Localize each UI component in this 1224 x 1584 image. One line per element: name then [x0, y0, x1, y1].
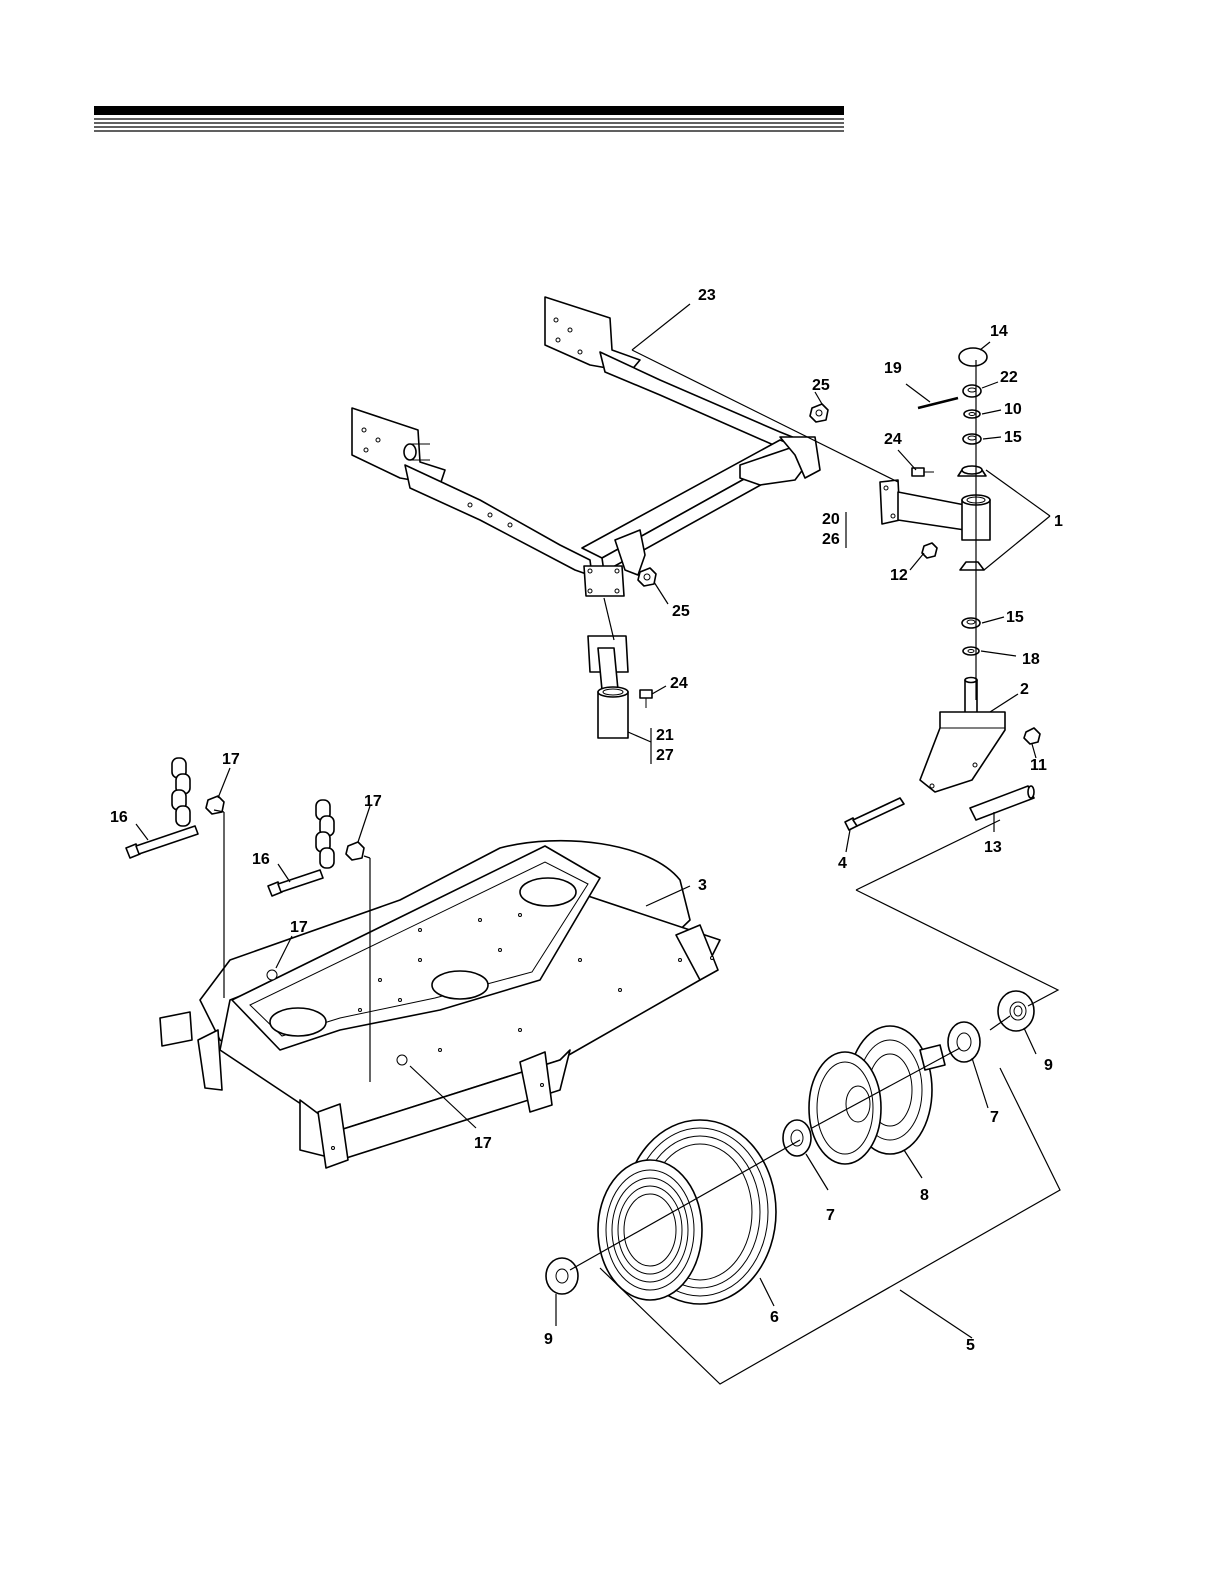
callout-15-upper: 15 [1004, 429, 1022, 446]
chain-left [172, 758, 190, 826]
bearing-15-lower [962, 618, 980, 628]
cotter-pin-19 [918, 398, 958, 408]
header-rule [94, 106, 844, 131]
main-frame-23 [352, 297, 820, 596]
bolt-16-left [126, 826, 198, 858]
nut-12 [922, 543, 937, 558]
callout-7-right: 7 [990, 1109, 999, 1126]
callout-22: 22 [1000, 369, 1018, 386]
callout-9-right: 9 [1044, 1057, 1053, 1074]
callout-17-d: 17 [474, 1135, 492, 1152]
callout-1: 1 [1054, 513, 1063, 530]
callout-17-c: 17 [290, 919, 308, 936]
chain-right [316, 800, 334, 868]
callout-25-upper: 25 [812, 377, 830, 394]
callout-24-upper: 24 [884, 431, 902, 448]
race-1-lower [960, 562, 984, 570]
nut-11 [1024, 728, 1040, 744]
bolt-24-lower [640, 690, 652, 708]
callout-5: 5 [966, 1337, 975, 1354]
callout-17-a: 17 [222, 751, 240, 768]
callout-2: 2 [1020, 681, 1029, 698]
race-1-upper [958, 466, 986, 476]
nut-17-right [346, 842, 364, 860]
bearing-15-upper [963, 434, 981, 444]
caster-arm-21-27 [588, 636, 628, 738]
callout-4: 4 [838, 855, 847, 872]
bolt-16-right [268, 870, 323, 896]
callout-14: 14 [990, 323, 1008, 340]
callout-15-lower: 15 [1006, 609, 1024, 626]
callout-27: 27 [656, 747, 674, 764]
dust-cap-14 [959, 348, 987, 366]
caster-arm-20-26 [880, 480, 990, 540]
callout-16-a: 16 [110, 809, 128, 826]
callout-21: 21 [656, 727, 674, 744]
callout-18: 18 [1022, 651, 1040, 668]
bearing-9-right [998, 991, 1034, 1031]
spacer-7-left [783, 1120, 811, 1156]
callout-23: 23 [698, 287, 716, 304]
tire-6 [598, 1120, 776, 1304]
callout-12: 12 [890, 567, 908, 584]
callout-6: 6 [770, 1309, 779, 1326]
callout-13: 13 [984, 839, 1002, 856]
callout-16-b: 16 [252, 851, 270, 868]
callout-7-left: 7 [826, 1207, 835, 1224]
caster-fork-2 [920, 678, 1005, 793]
castle-nut-22 [963, 385, 981, 397]
callout-3: 3 [698, 877, 707, 894]
callout-20: 20 [822, 511, 840, 528]
spacer-13 [970, 786, 1034, 820]
callout-9-left: 9 [544, 1331, 553, 1348]
callout-10: 10 [1004, 401, 1022, 418]
nut-25-upper [810, 404, 828, 422]
callout-25-lower: 25 [672, 603, 690, 620]
nut-25-lower [638, 568, 656, 586]
callout-26: 26 [822, 531, 840, 548]
spacer-7-right [948, 1022, 980, 1062]
callout-19: 19 [884, 360, 902, 377]
callouts: 23 14 19 22 25 10 15 24 1 20 26 12 25 15… [110, 287, 1063, 1354]
mower-deck-3 [160, 841, 720, 1168]
callout-17-b: 17 [364, 793, 382, 810]
bearing-9-left [546, 1258, 578, 1294]
rim-8 [809, 1026, 945, 1164]
callout-8: 8 [920, 1187, 929, 1204]
callout-24-lower: 24 [670, 675, 688, 692]
callout-11: 11 [1030, 757, 1047, 774]
bolt-4 [845, 798, 904, 830]
washer-10 [964, 410, 980, 418]
